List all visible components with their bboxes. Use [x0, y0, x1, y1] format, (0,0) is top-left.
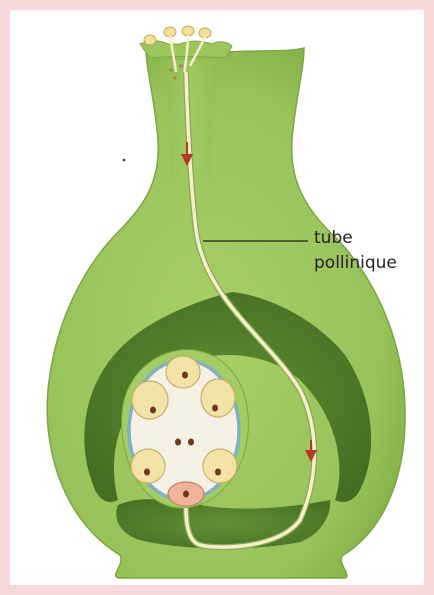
label-pollinique: pollinique [314, 251, 424, 275]
stray-dot [123, 159, 126, 162]
label-tube: tube [314, 226, 424, 250]
